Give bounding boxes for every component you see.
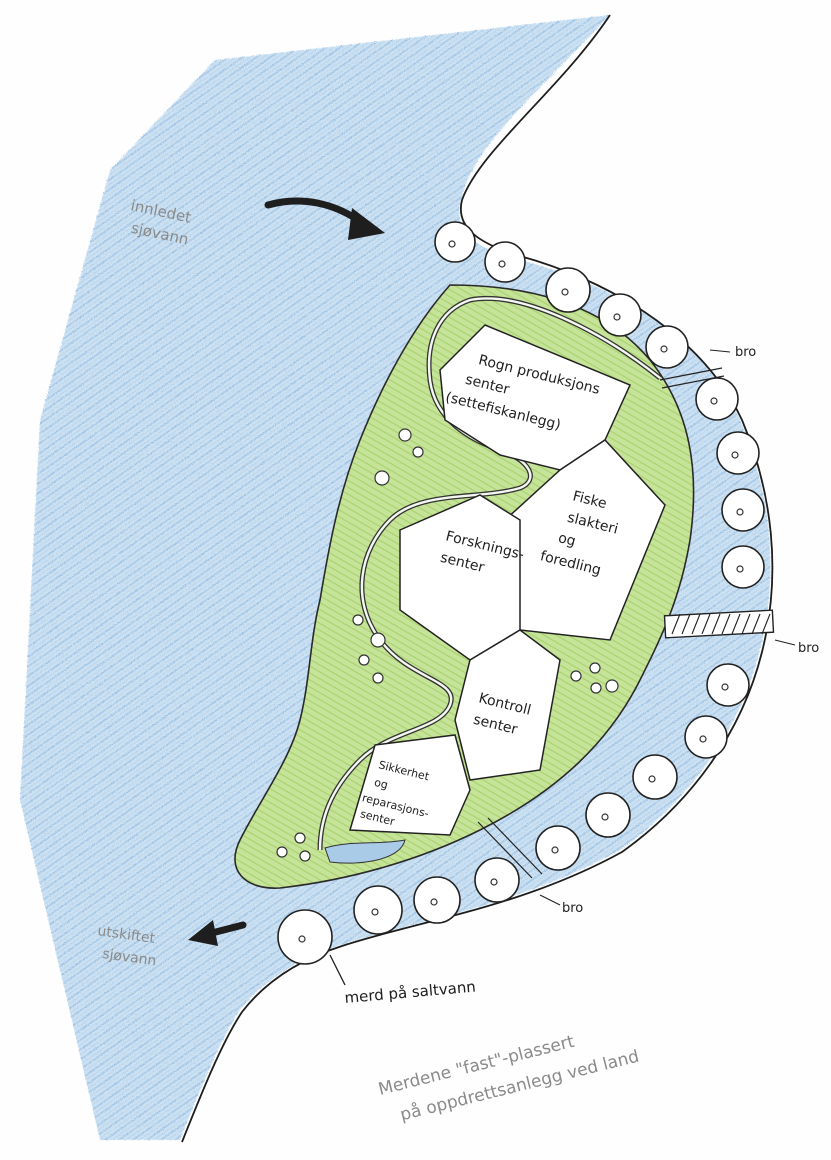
fish-pen <box>475 858 519 902</box>
fish-pen <box>485 242 525 282</box>
bridge-3-leader <box>540 895 560 905</box>
bridge-2-label: bro <box>798 641 819 656</box>
fish-pen <box>435 222 475 262</box>
fish-pen <box>722 546 764 588</box>
fish-pen <box>278 910 332 964</box>
bridge-3-label: bro <box>562 901 583 916</box>
bridge-middle <box>664 610 773 638</box>
fish-pen <box>707 664 749 706</box>
fish-pen <box>646 326 688 368</box>
bridge-1-leader <box>710 350 730 352</box>
fish-pen <box>546 268 590 312</box>
fish-pen <box>696 378 738 420</box>
pen-label-leader <box>330 955 345 985</box>
fish-pen <box>722 489 764 531</box>
fish-pen <box>685 716 727 758</box>
fish-pen <box>414 877 460 923</box>
fish-pen <box>536 826 580 870</box>
fish-pen <box>633 755 677 799</box>
pen-label: merd på saltvann <box>344 978 477 1007</box>
bridge-1-label: bro <box>735 345 756 360</box>
fish-pen <box>354 886 402 934</box>
fish-pen <box>586 793 630 837</box>
bridge-2-leader <box>775 640 795 645</box>
placement-note: Merdene "fast"-plassert på oppdrettsanle… <box>376 1017 641 1129</box>
fish-pen <box>599 294 641 336</box>
fish-pen <box>717 432 759 474</box>
